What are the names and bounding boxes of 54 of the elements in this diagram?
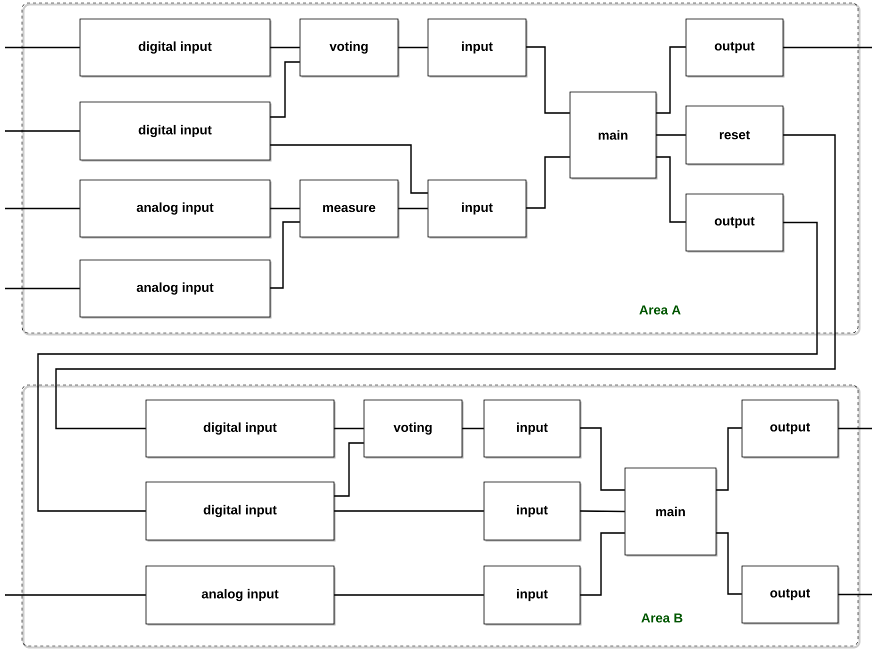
- block-box: digital input: [146, 482, 336, 542]
- block-box: digital input: [80, 18, 272, 78]
- connector-line: [55, 134, 836, 430]
- block-box: input: [484, 482, 582, 542]
- connector-line: [526, 46, 570, 114]
- connector-line: [716, 532, 742, 595]
- block-box: main: [624, 468, 718, 556]
- block-box: analog input: [80, 260, 272, 318]
- block-box: digital input: [146, 400, 336, 458]
- connector-line: [37, 222, 818, 512]
- block-box: analog input: [80, 180, 272, 238]
- block-box: input: [484, 400, 582, 458]
- connector-line: [5, 594, 146, 596]
- connector-line: [270, 221, 300, 289]
- connector-line: [334, 442, 364, 497]
- connector-line: [398, 46, 428, 48]
- connector-line: [334, 594, 484, 596]
- connector-line: [462, 428, 484, 430]
- block-box: input: [428, 180, 528, 238]
- connector-line: [656, 134, 686, 136]
- connector-line: [783, 46, 872, 48]
- connector-line: [270, 208, 300, 210]
- block-box: reset: [686, 106, 784, 166]
- connector-line: [334, 510, 484, 512]
- connector-line: [580, 427, 625, 491]
- block-box: output: [686, 194, 784, 252]
- connector-line: [398, 208, 428, 210]
- connector-line: [5, 46, 80, 48]
- block-box: input: [484, 566, 582, 626]
- block-box: voting: [364, 400, 464, 458]
- connector-line: [580, 532, 625, 596]
- connector-line: [838, 428, 872, 430]
- block-box: digital input: [80, 102, 272, 162]
- connector-line: [5, 208, 80, 210]
- connector-line: [526, 156, 570, 209]
- connector-line: [270, 46, 300, 48]
- connector-line: [656, 156, 686, 223]
- block-box: analog input: [146, 566, 336, 626]
- block-box: output: [742, 400, 840, 458]
- connector-line: [5, 130, 80, 132]
- connector-line: [838, 594, 872, 596]
- connector-line: [580, 510, 625, 512]
- block-box: input: [428, 18, 528, 78]
- block-box: output: [742, 566, 840, 624]
- connector-line: [716, 427, 742, 491]
- connector-line: [270, 61, 300, 118]
- block-box: voting: [300, 18, 400, 78]
- block-box: measure: [300, 180, 400, 238]
- block-box: main: [570, 92, 658, 180]
- block-box: output: [686, 18, 784, 78]
- connector-line: [656, 46, 686, 114]
- connector-line: [270, 144, 428, 194]
- connector-line: [334, 428, 364, 430]
- connector-line: [5, 288, 80, 290]
